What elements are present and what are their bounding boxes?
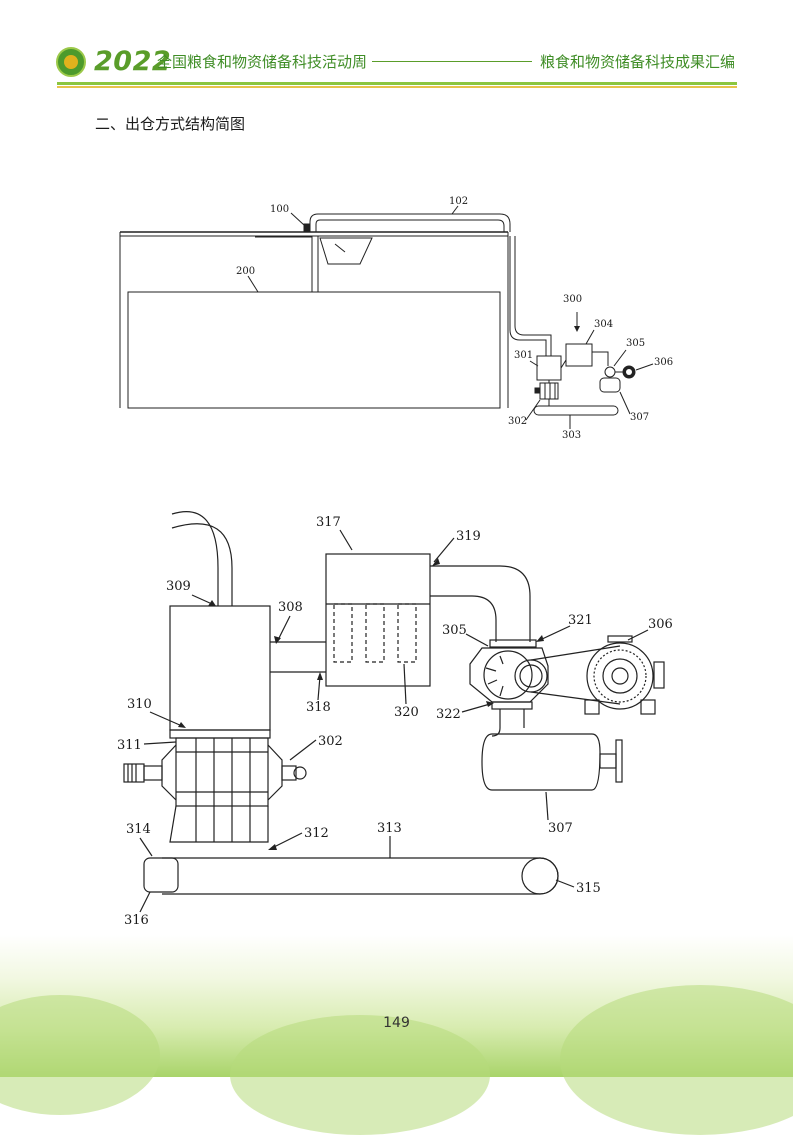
header-year: 2022 — [94, 46, 172, 77]
label-322: 322 — [436, 707, 461, 722]
label-302: 302 — [318, 734, 343, 749]
label-321: 321 — [568, 613, 593, 628]
cyclone-301 — [536, 355, 562, 381]
label-307: 307 — [548, 821, 573, 836]
label-306: 306 — [654, 357, 673, 368]
conveyor-303 — [533, 405, 619, 416]
tail-roller-315 — [521, 857, 559, 895]
diagram-1-overview: 100 102 200 300 304 301 305 306 302 307 … — [119, 196, 673, 441]
flange-321 — [489, 639, 537, 648]
motor-306 — [586, 642, 654, 710]
section-title: 二、出仓方式结构简图 — [95, 115, 246, 133]
drive-roller-314 — [143, 857, 179, 893]
label-305: 305 — [626, 338, 645, 349]
label-303: 303 — [562, 430, 581, 441]
label-306: 306 — [648, 617, 673, 632]
logo-icon — [56, 47, 86, 77]
label-313: 313 — [377, 821, 402, 836]
silencer-307 — [481, 733, 601, 791]
label-311: 311 — [117, 738, 142, 753]
pipe-102 — [309, 213, 511, 232]
label-305: 305 — [442, 623, 467, 638]
discharge-hopper-312 — [169, 805, 269, 843]
drive-belt — [530, 645, 621, 705]
cyclone-309 — [169, 605, 271, 731]
header-event-title: 全国粮食和物资储备科技活动周 — [157, 53, 368, 71]
label-312: 312 — [304, 826, 329, 841]
page-number: 149 — [383, 1015, 410, 1031]
header-divider — [372, 61, 532, 62]
fan-305 — [604, 366, 616, 378]
flange-310 — [169, 729, 271, 739]
intake-pipe — [171, 523, 233, 606]
label-300: 300 — [563, 294, 582, 305]
filter-304 — [565, 343, 593, 367]
label-301: 301 — [514, 350, 533, 361]
header-rule-yellow — [57, 86, 737, 88]
hopper — [319, 237, 373, 265]
grain-pile — [127, 291, 501, 409]
pipe-to-301 — [509, 236, 547, 356]
label-314: 314 — [126, 822, 151, 837]
label-317: 317 — [316, 515, 341, 530]
filter-bag-3 — [397, 603, 417, 663]
intake-100 — [303, 223, 311, 233]
label-302: 302 — [508, 416, 527, 427]
label-200: 200 — [236, 266, 255, 277]
structure-diagrams: 100 102 200 300 304 301 305 306 302 307 … — [117, 196, 673, 928]
airlock-302 — [175, 737, 269, 807]
label-307: 307 — [630, 412, 649, 423]
filter-bag-2 — [365, 603, 385, 663]
header-publication-title: 粮食和物资储备科技成果汇编 — [539, 53, 735, 71]
label-102: 102 — [449, 196, 468, 207]
label-320: 320 — [394, 705, 419, 720]
page-header: 2022 全国粮食和物资储备科技活动周 粮食和物资储备科技成果汇编 — [0, 0, 793, 95]
filter-bag-1 — [333, 603, 353, 663]
label-315: 315 — [576, 881, 601, 896]
label-319: 319 — [456, 529, 481, 544]
gear-motor — [123, 763, 145, 783]
label-100: 100 — [270, 204, 289, 215]
flange-322 — [491, 701, 533, 710]
header-rule-green — [57, 82, 737, 85]
label-304: 304 — [594, 319, 613, 330]
label-318: 318 — [306, 700, 331, 715]
label-316: 316 — [124, 913, 149, 928]
pipe-319 — [430, 565, 531, 642]
fan-305 — [469, 647, 549, 703]
label-310: 310 — [127, 697, 152, 712]
label-309: 309 — [166, 579, 191, 594]
label-308: 308 — [278, 600, 303, 615]
diagram-2-detail: 317 319 309 308 305 321 306 318 320 322 … — [117, 511, 673, 928]
conveyor-belt-313 — [162, 857, 559, 895]
filter-317 — [325, 553, 431, 687]
